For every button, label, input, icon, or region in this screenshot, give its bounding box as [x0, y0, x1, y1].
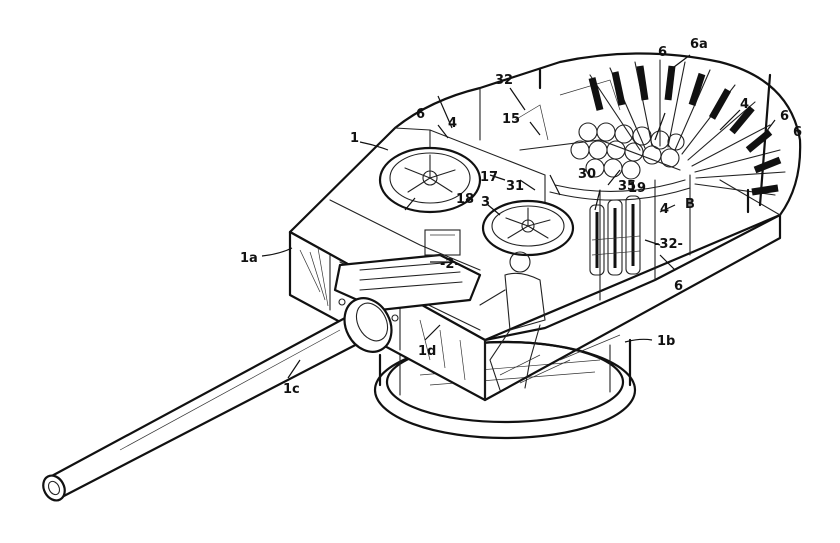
label-4-right: 4: [740, 97, 749, 112]
label-30: 30: [578, 167, 596, 182]
label-2: -2-: [440, 257, 460, 272]
gunner-hatch: [481, 199, 575, 257]
label-6-right-b: 6: [793, 125, 802, 140]
label-35: 35: [618, 179, 636, 194]
label-1d: 1d: [418, 344, 436, 359]
label-B: B: [685, 197, 695, 212]
turret-base-ring: [373, 338, 637, 440]
label-6-left: 6: [416, 107, 425, 122]
crew-figure: [479, 251, 546, 391]
vertical-ammunition-stack: [589, 195, 641, 276]
label-17: 17: [480, 170, 498, 185]
label-32-center: -32-: [654, 237, 683, 252]
label-6-right-a: 6: [780, 109, 789, 124]
label-18: 18: [456, 192, 474, 207]
label-1a: 1a: [240, 251, 258, 266]
reference-numerals: 1 1a 1b 1c 1d -2- 3 4 4 4 6 6 6 6 6 6a 1…: [240, 37, 802, 397]
label-6a: 6a: [690, 37, 708, 52]
commander-hatch: [378, 146, 482, 214]
label-4-center: 4: [660, 202, 669, 217]
radial-ammunition-rack: [538, 59, 786, 214]
label-6-bottom: 6: [674, 279, 683, 294]
gun-breech: [333, 229, 482, 312]
label-3: 3: [481, 195, 490, 210]
label-15: 15: [502, 112, 520, 127]
label-4-upper: 4: [448, 116, 457, 131]
label-6-top: 6: [658, 45, 667, 60]
leader-lines: [261, 54, 776, 379]
label-32-top: 32: [495, 73, 513, 88]
label-19: 19: [628, 181, 646, 196]
label-31: 31: [506, 179, 524, 194]
label-1b: 1b: [657, 334, 675, 349]
label-1c: 1c: [283, 382, 300, 397]
label-1: 1: [350, 131, 359, 146]
gun-barrel: [42, 297, 399, 502]
